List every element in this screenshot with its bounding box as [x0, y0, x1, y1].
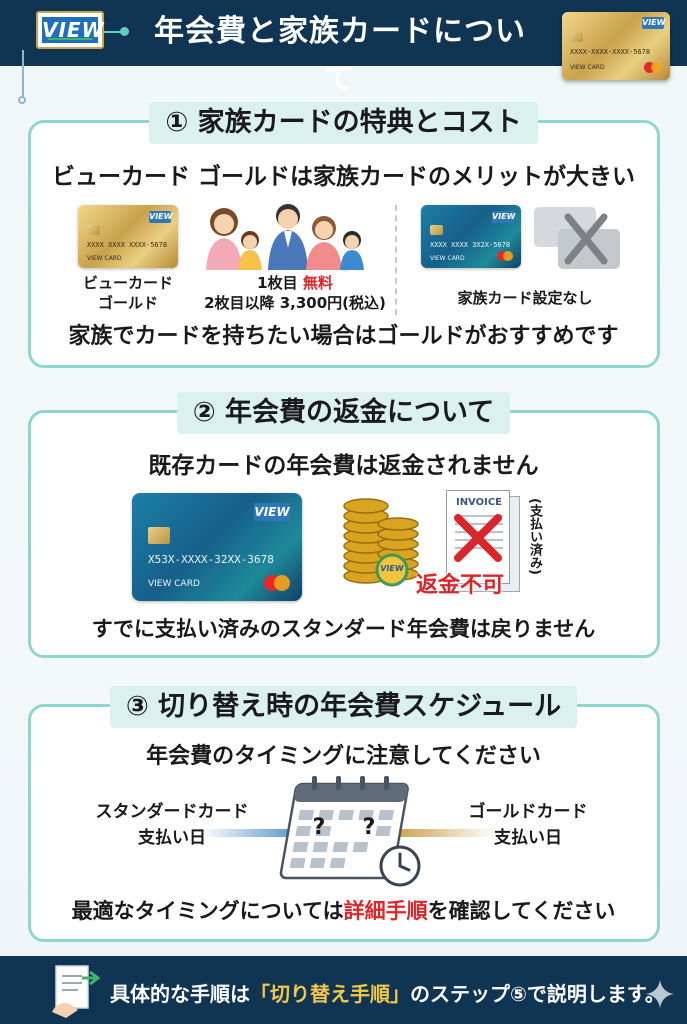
red-x-icon — [454, 514, 502, 562]
section1-divider — [395, 205, 397, 315]
vertical-connector-icon — [22, 50, 24, 98]
section3-headline: 年会費のタイミングに注意してください — [146, 744, 541, 769]
chip-icon — [570, 32, 583, 42]
chip-icon — [87, 225, 100, 235]
section2-footer: すでに支払い済みのスタンダード年会費は戻りません — [91, 617, 596, 641]
vertical-connector-dot-icon — [18, 96, 26, 104]
gold-pay-line1: ゴールドカード — [468, 802, 588, 822]
connector-line-icon — [104, 31, 122, 33]
section2-headline: 既存カードの年会費は返金されません — [148, 453, 539, 479]
card-number: XXXX XXXX XXXX-5678 — [87, 241, 168, 249]
page-title: 年会費と家族カードについて — [154, 14, 526, 97]
girl-figure-icon — [238, 231, 262, 270]
invoice-document-icon: INVOICE — [446, 490, 520, 592]
question-mark-right: ? — [362, 815, 376, 840]
footer-bar — [0, 956, 687, 1024]
connector-dot-icon — [120, 27, 129, 36]
document-steps-icon — [52, 965, 101, 1018]
blue-card-icon: VIEW X53X-XXXX-32XX-3678 VIEW CARD — [132, 493, 302, 601]
card-label: VIEW CARD — [148, 579, 200, 589]
card-label: VIEW CARD — [570, 64, 605, 71]
section1-footer: 家族でカードを持ちたい場合はゴールドがおすすめです — [68, 324, 619, 349]
card-label: VIEW CARD — [430, 255, 465, 262]
mastercard-icon — [644, 62, 662, 73]
left-arrow-icon — [200, 829, 296, 837]
calendar-icon — [279, 776, 421, 887]
section2-title: ② 年会費の返金について — [0, 392, 687, 434]
footer-note: 具体的な手順は「切り替え手順」のステップ⑤で説明します。 — [110, 982, 665, 1006]
gold-card-icon: VIEW XXXX XXXX XXXX-5678 VIEW CARD — [78, 205, 178, 268]
no-refund-label: 返金不可 — [415, 573, 504, 598]
view-logo: VIEW — [36, 11, 104, 49]
card-brand: VIEW — [492, 211, 516, 223]
no-family-card-icon — [534, 207, 620, 269]
gold-caption-line2: ゴールド — [97, 294, 158, 312]
card-brand: VIEW — [254, 503, 290, 521]
section3-footer: 最適なタイミングについては詳細手順を確認してください — [71, 899, 616, 923]
card-label: VIEW CARD — [87, 255, 122, 262]
second-card-fee: 2枚目以降 3,300円(税込) — [204, 294, 386, 312]
card-number: X53X-XXXX-32XX-3678 — [148, 553, 274, 566]
standard-caption: 家族カード設定なし — [457, 289, 593, 307]
chip-icon — [148, 527, 170, 544]
right-arrow-icon — [396, 829, 496, 837]
card-brand: VIEW — [642, 17, 666, 29]
section1-headline: ビューカード ゴールドは家族カードのメリットが大きい — [51, 164, 635, 190]
section3-title: ③ 切り替え時の年会費スケジュール — [0, 686, 687, 728]
standard-pay-line2: 支払い日 — [138, 828, 206, 848]
sparkle-icon — [646, 980, 674, 1008]
section1-title: ① 家族カードの特典とコスト — [0, 102, 687, 144]
standard-card-icon: VIEW XXXX XXXX 3X2X-5678 VIEW CARD — [421, 205, 521, 268]
coin-view-badge: VIEW — [380, 564, 404, 573]
card-brand: VIEW — [149, 211, 173, 223]
header-gold-card-icon: VIEW XXXX-XXXX-XXXX-5678 VIEW CARD — [562, 12, 670, 80]
standard-pay-line1: スタンダードカード — [95, 802, 249, 822]
card-number: XXXX-XXXX-XXXX-5678 — [570, 48, 651, 56]
first-card-free: 1枚目 無料 — [257, 274, 333, 292]
mastercard-icon — [497, 251, 513, 261]
card-number: XXXX XXXX 3X2X-5678 — [430, 241, 511, 249]
coin-stack-icon — [343, 498, 419, 587]
mother-figure-icon — [206, 208, 242, 270]
father-figure-icon — [268, 204, 308, 270]
gold-pay-line2: 支払い日 — [494, 828, 562, 848]
family-illustration-icon — [206, 204, 364, 270]
boy-figure-icon — [340, 231, 364, 270]
mastercard-icon — [264, 575, 290, 591]
grandmother-figure-icon — [306, 216, 342, 270]
paid-vertical-label: (支払い済み) — [527, 498, 542, 575]
invoice-label: INVOICE — [455, 497, 503, 508]
gold-caption-line1: ビューカード — [82, 274, 173, 292]
chip-icon — [430, 225, 443, 235]
question-mark-left: ? — [312, 815, 326, 840]
